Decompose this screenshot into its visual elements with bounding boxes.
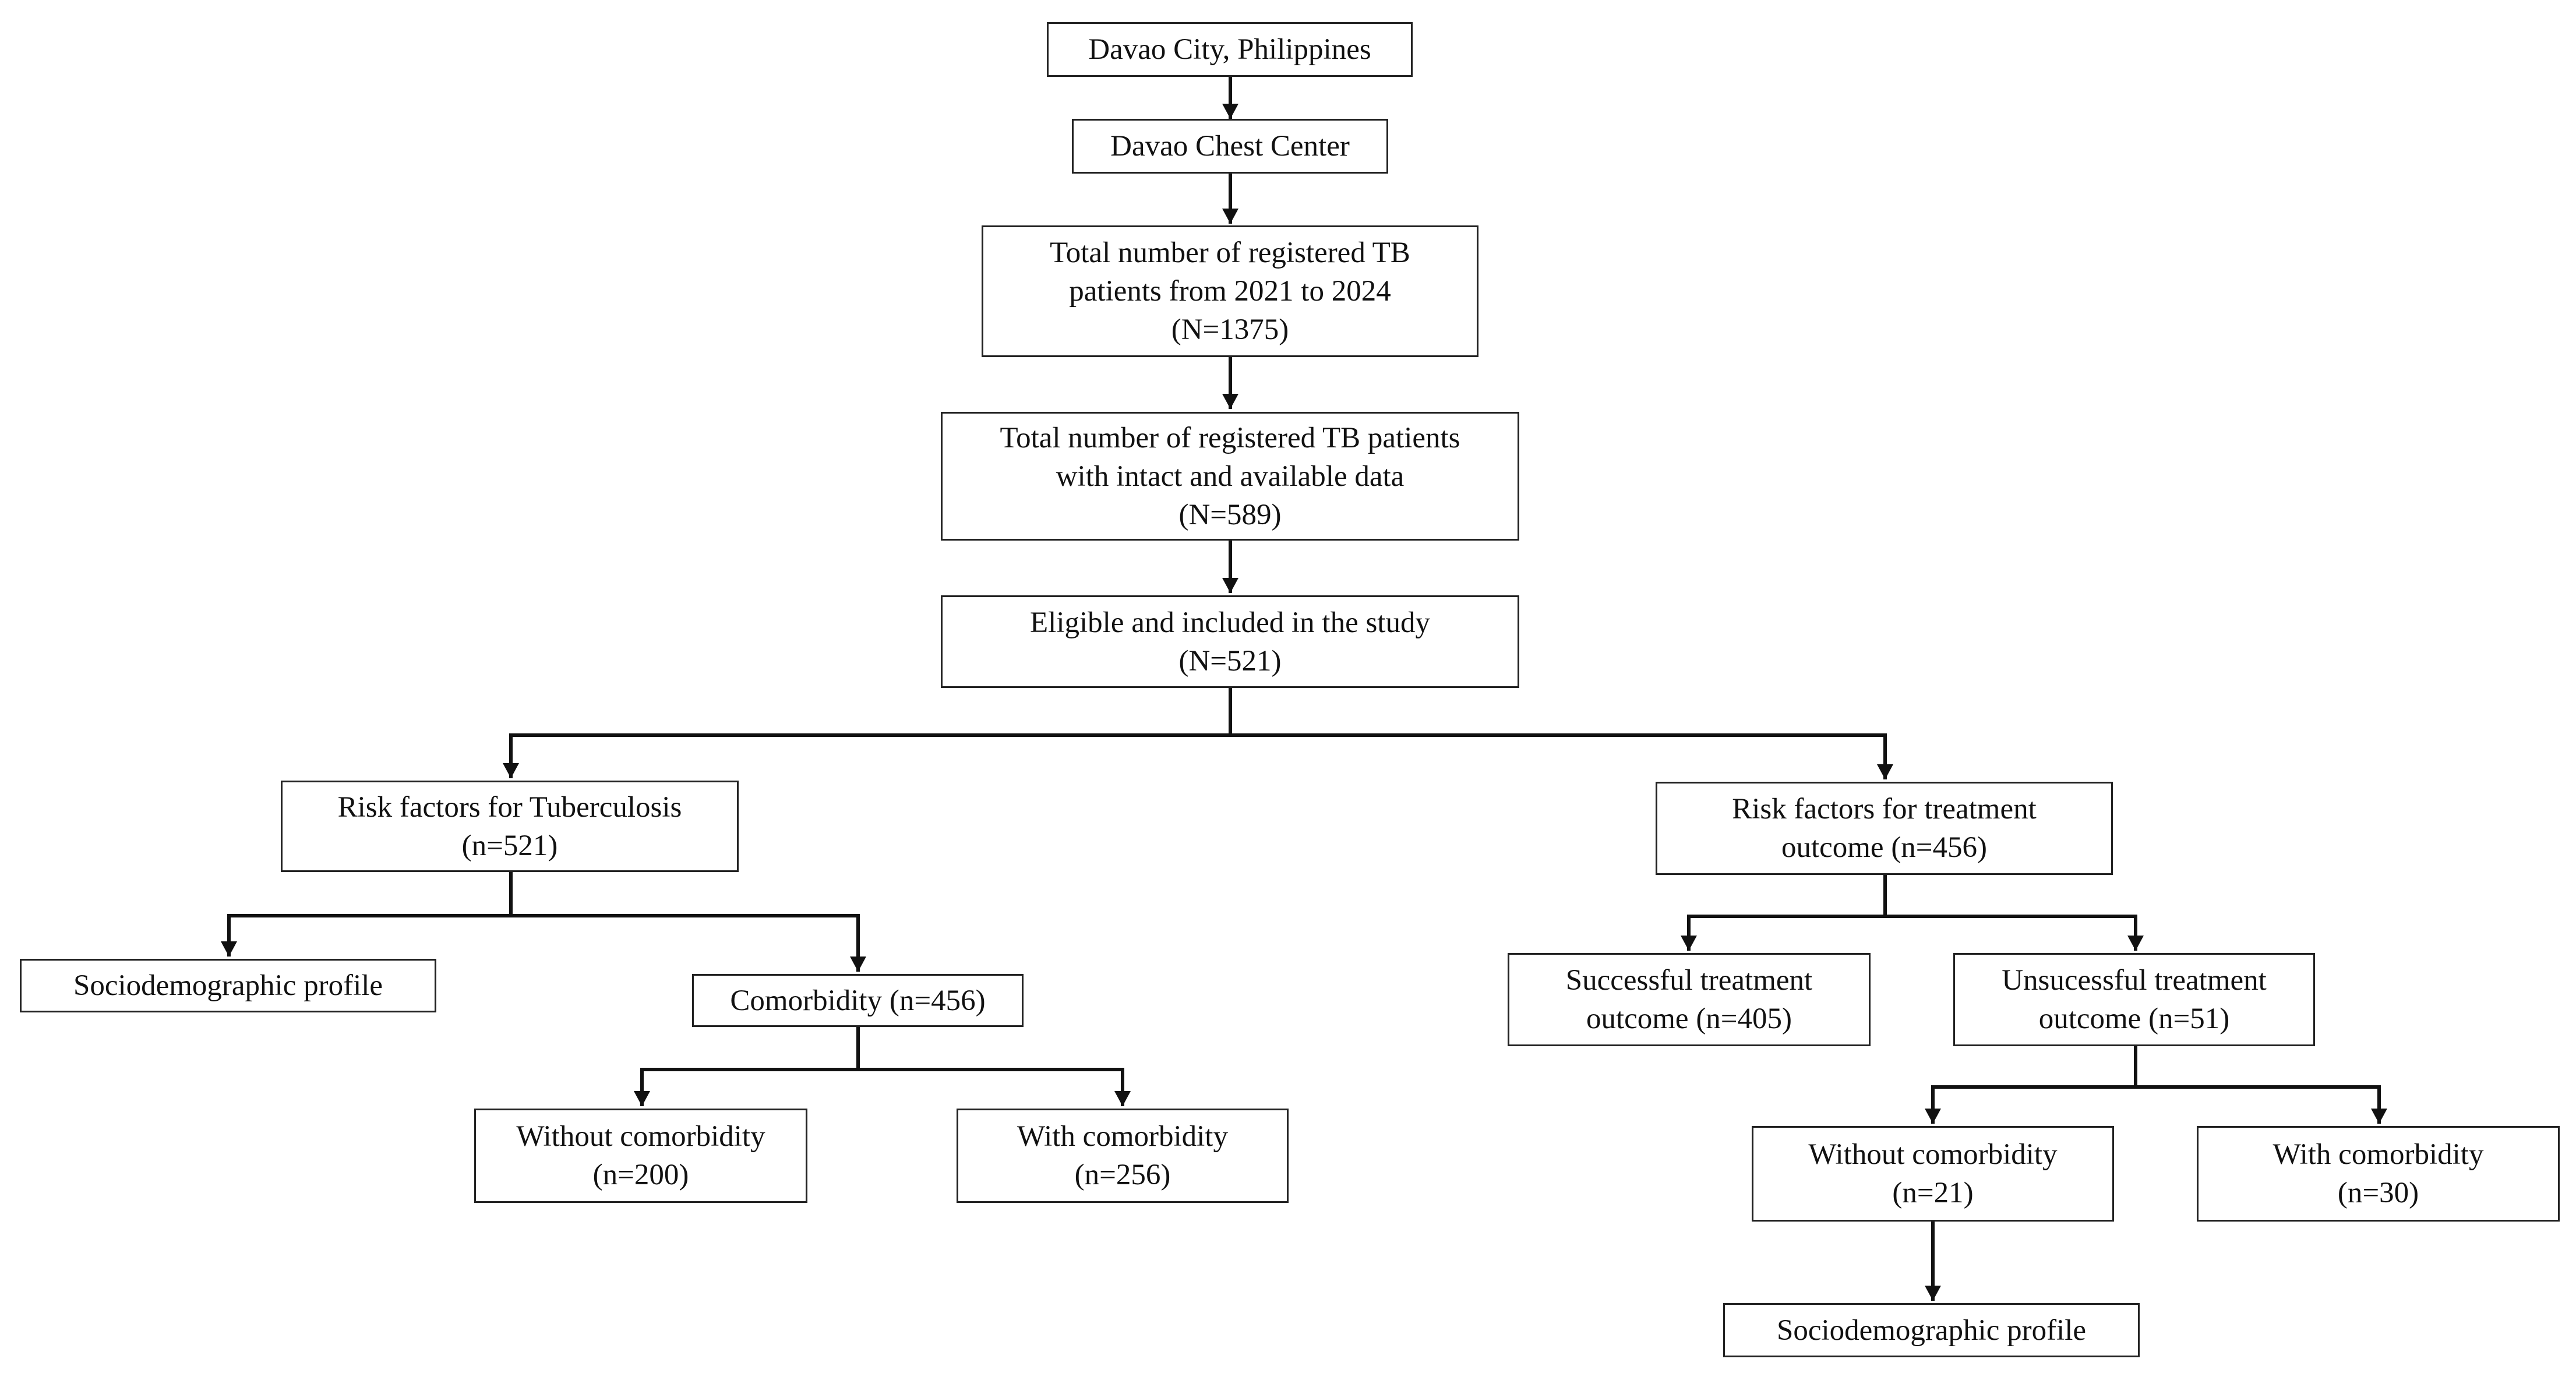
box-text-line: Sociodemographic profile [1776, 1314, 2087, 1347]
box-intact-data: Total number of registered TB patients wi… [941, 412, 1519, 541]
box-text-line: (n=200) [592, 1159, 689, 1191]
box-text-line: Comorbidity (n=456) [730, 984, 986, 1017]
box-eligible: Eligible and included in the study (N=521… [941, 595, 1519, 688]
box-text-line: (N=589) [1178, 498, 1282, 531]
box-risk-factors-outcome: Risk factors for treatment outcome (n=456… [1656, 782, 2113, 875]
box-text-line: Davao Chest Center [1110, 130, 1350, 163]
box-text-line: (n=21) [1892, 1177, 1974, 1209]
box-text-line: Unsucessful treatment [2002, 964, 2267, 997]
box-text-line: Risk factors for Tuberculosis [337, 790, 682, 824]
branch-unsuccessful-right [2136, 1085, 2381, 1124]
arrowhead [221, 941, 237, 957]
box-text-line: Total number of registered TB patients [1000, 421, 1460, 454]
box-text-line: Davao City, Philippines [1088, 33, 1371, 66]
box-with-comorbidity-left: With comorbidity (n=256) [957, 1109, 1289, 1203]
box-sociodemographic-left: Sociodemographic profile [20, 959, 436, 1012]
box-text-line: With comorbidity [2272, 1138, 2484, 1171]
arrowhead [1925, 1109, 1941, 1124]
box-sociodemographic-right: Sociodemographic profile [1723, 1303, 2140, 1357]
arrowhead [1681, 936, 1697, 951]
box-text-line: (n=521) [461, 829, 558, 862]
branch-unsuccessful [1931, 1046, 2137, 1124]
box-text-line: outcome (n=51) [2038, 1003, 2230, 1035]
box-without-comorbidity-left: Without comorbidity (n=200) [474, 1109, 807, 1203]
branch-risk-tb-right [511, 914, 860, 972]
box-text-line: Without comorbidity [1808, 1138, 2058, 1171]
box-text-line: (n=30) [2337, 1177, 2419, 1209]
box-unsuccessful-outcome: Unsucessful treatment outcome (n=51) [1953, 953, 2315, 1046]
box-text-line: Sociodemographic profile [73, 969, 383, 1002]
box-without-comorbidity-right: Without comorbidity (n=21) [1752, 1126, 2114, 1222]
box-text-line: With comorbidity [1017, 1120, 1228, 1153]
box-text-line: Total number of registered TB [1050, 237, 1410, 269]
arrowhead [1114, 1091, 1131, 1106]
arrowhead [1222, 209, 1238, 224]
box-text-line: outcome (n=405) [1586, 1003, 1792, 1035]
arrowhead [2127, 936, 2144, 951]
box-text-line: Risk factors for treatment [1732, 793, 2037, 825]
box-with-comorbidity-right: With comorbidity (n=30) [2197, 1126, 2560, 1222]
arrowhead [1222, 578, 1238, 593]
arrowhead [634, 1091, 650, 1106]
branch-risk-outcome-right [1885, 915, 2137, 951]
arrowhead [503, 763, 519, 778]
branch-comorbidity [640, 1027, 860, 1106]
arrowhead [2371, 1109, 2387, 1124]
box-comorbidity: Comorbidity (n=456) [692, 974, 1024, 1027]
box-total-registered: Total number of registered TB patients fr… [982, 225, 1478, 357]
box-text-line: Successful treatment [1565, 964, 1813, 997]
box-risk-factors-tb: Risk factors for Tuberculosis (n=521) [281, 781, 739, 872]
branch-comorbidity-right [858, 1068, 1124, 1106]
box-location: Davao City, Philippines [1047, 22, 1413, 77]
arrowhead [1877, 764, 1893, 779]
branch-eligible-right [1230, 733, 1887, 779]
box-text-line: Without comorbidity [516, 1120, 765, 1153]
box-chest-center: Davao Chest Center [1072, 119, 1388, 174]
box-text-line: Eligible and included in the study [1030, 606, 1430, 639]
box-text-line: (n=256) [1074, 1159, 1171, 1191]
box-successful-outcome: Successful treatment outcome (n=405) [1508, 953, 1871, 1046]
branch-eligible [509, 688, 1232, 778]
arrowhead [1925, 1286, 1941, 1301]
box-text-line: patients from 2021 to 2024 [1069, 275, 1391, 308]
arrowhead [1222, 394, 1238, 409]
box-text-line: (N=1375) [1171, 313, 1289, 346]
branch-risk-tb [227, 872, 513, 957]
box-text-line: (N=521) [1178, 644, 1282, 677]
branch-risk-outcome [1687, 875, 1887, 951]
arrowhead [850, 957, 866, 972]
arrowhead [1222, 104, 1238, 119]
box-text-line: with intact and available data [1056, 460, 1405, 493]
box-text-line: outcome (n=456) [1781, 831, 1988, 864]
